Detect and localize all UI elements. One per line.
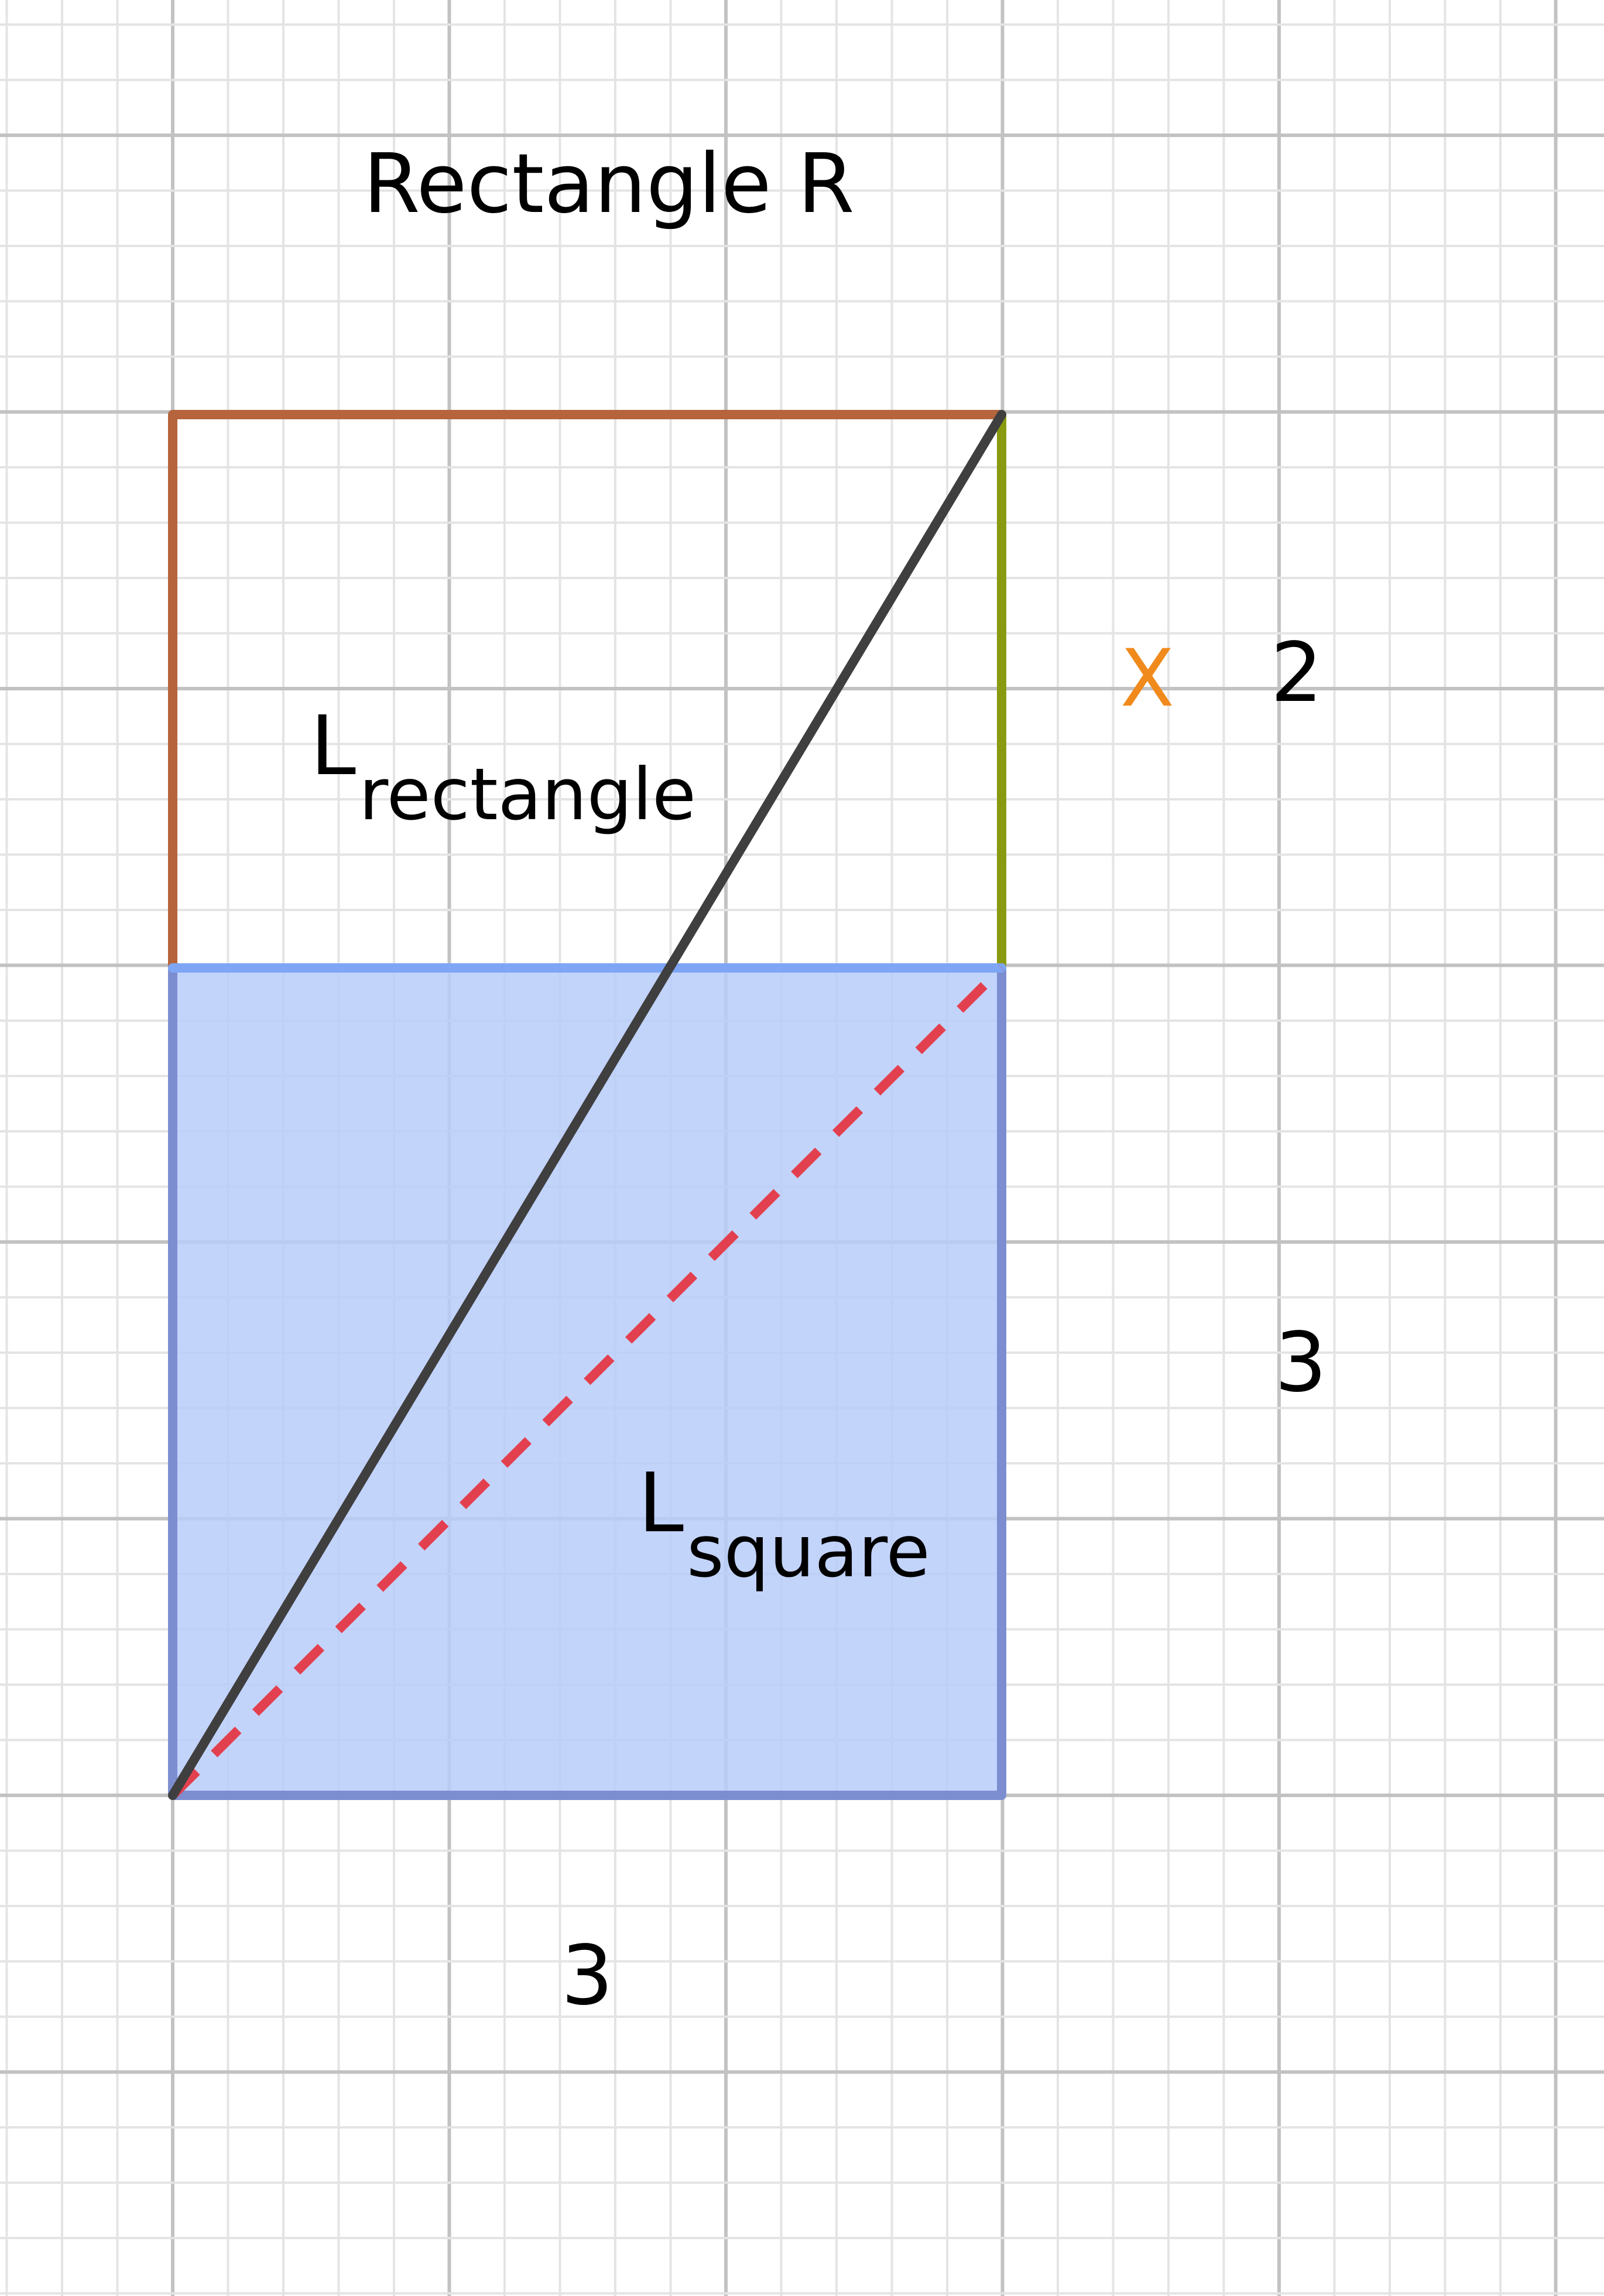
square-diagonal-label-sub: square bbox=[687, 1510, 930, 1593]
rectangle-outline bbox=[168, 410, 1006, 973]
rectangle-diagonal bbox=[168, 410, 1006, 1800]
x-label: X bbox=[1120, 632, 1174, 724]
square-diagonal bbox=[169, 964, 1005, 1799]
rectangle-diagonal-label: L rectangle bbox=[310, 699, 696, 836]
rectangle-diagonal-label-main: L bbox=[310, 699, 356, 794]
side-label-bottom: 3 bbox=[561, 1928, 613, 2024]
square-diagonal-label-main: L bbox=[638, 1456, 684, 1551]
square-diagonal-label: L square bbox=[638, 1456, 930, 1593]
side-label-right: 3 bbox=[1274, 1315, 1327, 1411]
square-outline bbox=[168, 968, 1006, 1800]
rectangle-diagonal-label-sub: rectangle bbox=[359, 753, 696, 836]
side-label-top: 2 bbox=[1270, 625, 1322, 721]
diagram-title: Rectangle R bbox=[363, 136, 854, 232]
